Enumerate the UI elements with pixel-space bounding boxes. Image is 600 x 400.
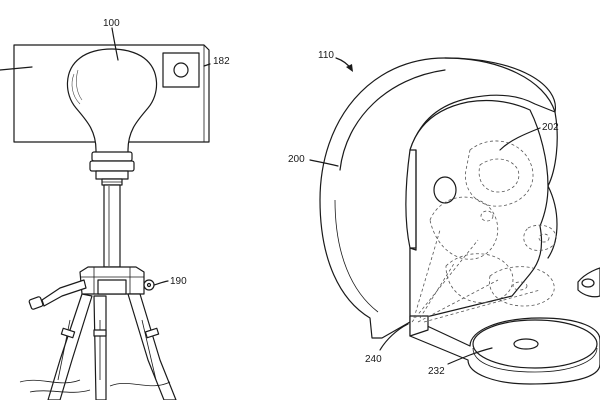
- internal-dashed-mechanism: [411, 140, 557, 323]
- camera-window: [162, 52, 200, 88]
- crank-handle: [28, 279, 87, 310]
- ground-lines: [19, 379, 171, 393]
- tripod-head: [95, 170, 129, 186]
- base-plate: [409, 267, 600, 385]
- disc-assembly: [309, 57, 600, 385]
- camera-on-tripod: [0, 27, 211, 400]
- leader-182: [203, 63, 211, 67]
- tripod-pole: [103, 184, 121, 268]
- label-240: 240: [365, 354, 382, 365]
- leader-202: [499, 127, 541, 151]
- label-100: 100: [103, 18, 120, 29]
- label-200: 200: [288, 154, 305, 165]
- label-182: 182: [213, 56, 230, 67]
- leader-100: [111, 27, 119, 61]
- tripod-legs: [47, 293, 177, 400]
- label-202: 202: [542, 122, 559, 133]
- leader-200: [309, 159, 339, 167]
- disc: [319, 57, 558, 339]
- leader-240: [379, 323, 409, 351]
- label-232: 232: [428, 366, 445, 377]
- bracket: [409, 99, 549, 337]
- leader-232: [447, 347, 493, 365]
- leader-190: [153, 280, 169, 286]
- arrowhead-icon: [346, 64, 353, 72]
- tripod-knob: [143, 279, 155, 291]
- tripod-hub: [79, 266, 145, 295]
- light-bulb: [66, 48, 158, 172]
- label-110: 110: [318, 50, 334, 61]
- label-190: 190: [170, 276, 187, 287]
